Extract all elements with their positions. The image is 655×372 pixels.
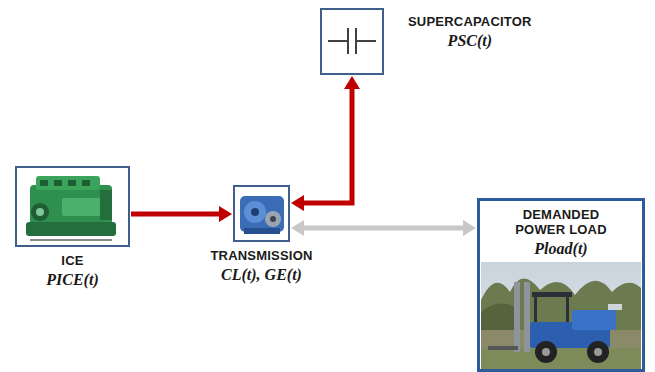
power-flow-arrow (131, 206, 232, 222)
variable-name: PICE(t) (46, 271, 98, 289)
text-group: SUPERCAPACITOR PSC(t) (408, 14, 532, 50)
arrow-head (291, 195, 304, 211)
text-group: TRANSMISSION CL(t), GE(t) (210, 248, 312, 284)
arrow-head (463, 220, 476, 236)
arrow-line (131, 212, 220, 217)
arrow-head (291, 220, 304, 236)
component-name: ICE (46, 253, 98, 268)
arrow-line (303, 226, 464, 231)
capacitor-symbol (328, 28, 376, 54)
variable-name: PSC(t) (408, 32, 532, 50)
component-name: SUPERCAPACITOR (408, 14, 532, 29)
engine-picture (26, 176, 116, 240)
component-name: TRANSMISSION (210, 248, 312, 263)
arrow-line (303, 88, 352, 203)
transmission-picture (240, 196, 284, 234)
power-flow-arrow (291, 76, 360, 211)
power-flow-arrow (291, 220, 476, 236)
variable-name: CL(t), GE(t) (210, 266, 312, 284)
load-box: DEMANDED POWER LOAD Pload(t) (477, 198, 645, 372)
component-name: DEMANDED POWER LOAD (506, 207, 616, 237)
arrow-head (344, 76, 360, 89)
storage-box: SUPERCAPACITORPSC(t) (320, 8, 384, 75)
text-group: ICE PICE(t) (46, 253, 98, 289)
forklift-photo (481, 262, 641, 372)
variable-name: Pload(t) (506, 240, 616, 258)
arrow-head (219, 206, 232, 222)
text-group: DEMANDED POWER LOAD Pload(t) (506, 207, 616, 258)
transmission-box: TRANSMISSIONCL(t), GE(t) (233, 185, 290, 242)
engine-box: ICEPICE(t) (15, 166, 130, 247)
